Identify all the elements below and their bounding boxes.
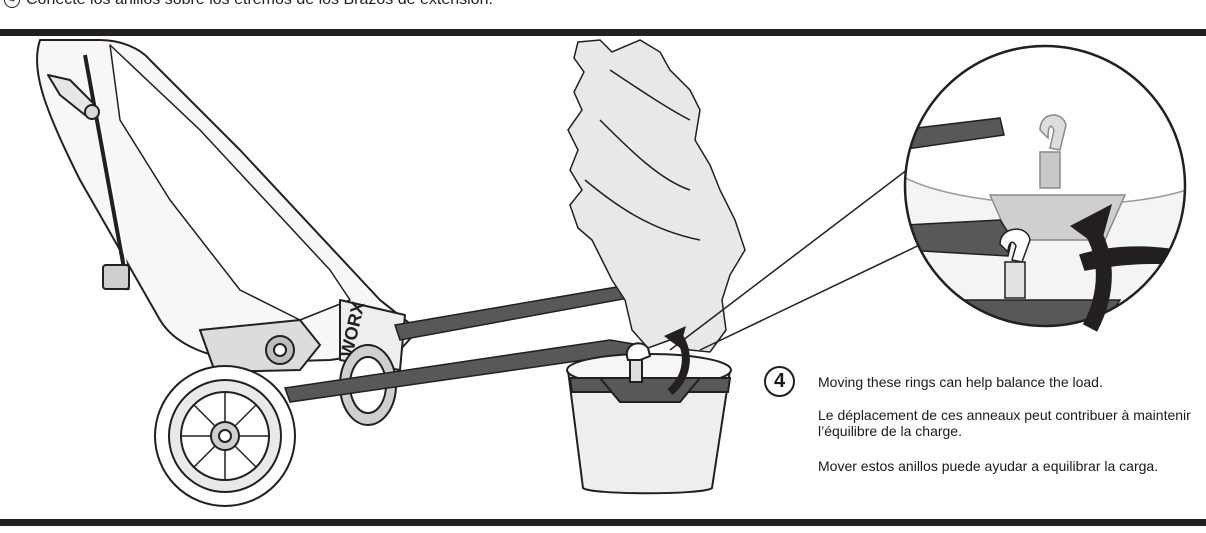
header-step-symbol: 4 bbox=[4, 0, 20, 8]
cart-axle-bracket bbox=[199, 319, 321, 373]
magnifier-hook-top bbox=[1039, 114, 1067, 151]
cart-illustration: WORX bbox=[36, 39, 419, 373]
plant-foliage bbox=[567, 39, 746, 353]
caption-french: Le déplacement de ces anneaux peut contr… bbox=[818, 407, 1191, 439]
extension-arm-upper bbox=[394, 282, 647, 341]
magnifier-strap-top bbox=[905, 117, 1005, 151]
header-instruction: 4 Conecte los anillos sobre los etremos d… bbox=[4, 0, 493, 9]
top-rule bbox=[0, 29, 1206, 36]
header-instruction-text: Conecte los anillos sobre los etremos de… bbox=[26, 0, 493, 8]
ring-hook bbox=[625, 342, 652, 383]
bottom-rule bbox=[0, 519, 1206, 526]
caption-english: Moving these rings can help balance the … bbox=[818, 374, 1103, 390]
illustration: WORX bbox=[36, 39, 1187, 507]
magnifier-strap-lower bbox=[905, 219, 1013, 257]
detail-magnifier bbox=[903, 44, 1187, 332]
cart-knob bbox=[84, 104, 100, 120]
header: 4 Conecte los anillos sobre los etremos d… bbox=[0, 0, 1206, 28]
cart-handle-grip bbox=[102, 264, 130, 290]
plant-pot bbox=[566, 353, 732, 495]
magnifier-hook-lower bbox=[999, 228, 1031, 263]
callout-lines bbox=[669, 159, 931, 351]
caption-spanish: Mover estos anillos puede ayudar a equil… bbox=[818, 458, 1159, 474]
cart-wheel-front bbox=[154, 365, 296, 507]
cart-handle-rod bbox=[83, 54, 130, 291]
step-number-badge: 4 bbox=[764, 366, 795, 397]
